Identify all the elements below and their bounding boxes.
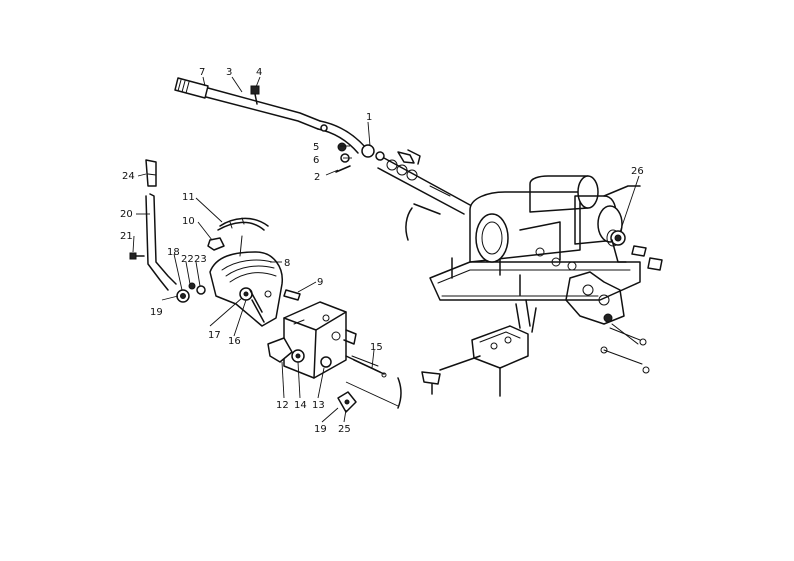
callout-23: 23 xyxy=(194,254,207,265)
callout-1: 1 xyxy=(366,112,372,123)
part-21-screw xyxy=(129,252,145,260)
callout-21: 21 xyxy=(120,231,133,242)
part-7-grip xyxy=(174,77,209,99)
lower-valve-block xyxy=(421,299,537,397)
part-24-tab xyxy=(145,159,157,187)
callout-17: 17 xyxy=(208,330,221,341)
callout-25: 25 xyxy=(338,424,351,435)
leader-lines xyxy=(132,76,640,423)
callout-8: 8 xyxy=(284,258,290,269)
splined-shaft xyxy=(377,149,471,215)
part-20-link xyxy=(145,193,177,291)
callout-labels: 1 2 3 4 5 6 7 8 9 10 11 12 13 14 15 16 1… xyxy=(120,67,644,435)
part-4-bolt xyxy=(250,85,260,105)
callout-12: 12 xyxy=(276,400,289,411)
part-8-cover xyxy=(209,235,283,327)
callout-6: 6 xyxy=(313,155,319,166)
callout-15: 15 xyxy=(370,342,383,353)
callout-11: 11 xyxy=(182,192,195,203)
callout-5: 5 xyxy=(313,142,319,153)
callout-14: 14 xyxy=(294,400,307,411)
part-10-nut xyxy=(207,237,225,251)
part-25-clip xyxy=(337,391,357,413)
transmission-housing xyxy=(405,175,663,374)
part-11-spring xyxy=(217,217,269,231)
callout-4: 4 xyxy=(256,67,262,78)
callout-16: 16 xyxy=(228,336,241,347)
callout-22: 22 xyxy=(181,254,194,265)
shift-rod-assembly xyxy=(174,77,471,215)
callout-20: 20 xyxy=(120,209,133,220)
callout-19-bottom: 19 xyxy=(314,424,327,435)
callout-10: 10 xyxy=(182,216,195,227)
part-15-rod xyxy=(353,359,387,378)
callout-9: 9 xyxy=(317,277,323,288)
callout-19-left: 19 xyxy=(150,307,163,318)
callout-7: 7 xyxy=(199,67,205,78)
callout-2: 2 xyxy=(314,172,320,183)
callout-13: 13 xyxy=(312,400,325,411)
callout-3: 3 xyxy=(226,67,232,78)
callout-24: 24 xyxy=(122,171,135,182)
valve-body xyxy=(267,301,381,379)
part-9-pin xyxy=(283,289,301,301)
part-26-fitting xyxy=(610,230,663,271)
callout-26: 26 xyxy=(631,166,644,177)
callout-18: 18 xyxy=(167,247,180,258)
right-lower-rods xyxy=(600,327,650,374)
